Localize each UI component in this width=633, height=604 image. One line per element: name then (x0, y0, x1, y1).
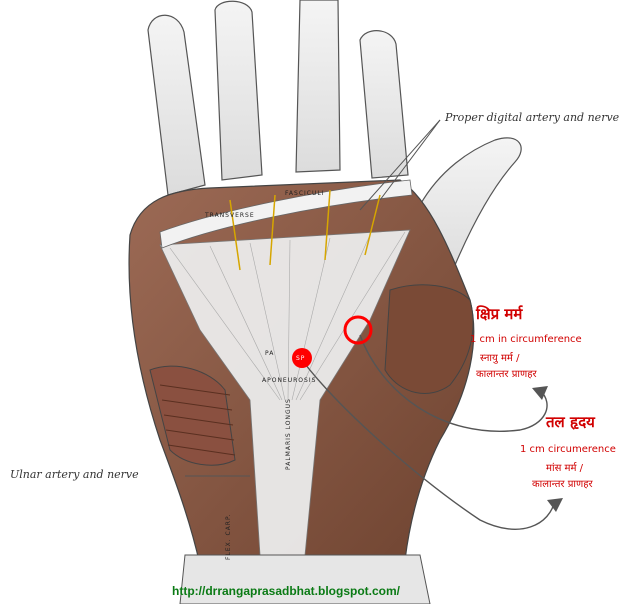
hypothenar-striations (159, 384, 236, 456)
tala-hridaya-type: मांस मर्म / (546, 463, 584, 474)
kshipra-marma-size: 1 cm in circumference (470, 334, 582, 345)
label-palm-prefix: PA (265, 350, 275, 357)
wrist (179, 554, 431, 604)
aponeurosis-fibers (169, 231, 406, 401)
kshipra-marma-effect: कालान्तर प्राणहर (476, 369, 537, 380)
tala-hridaya-effect: कालान्तर प्राणहर (532, 479, 593, 490)
source-url[interactable]: http://drrangaprasadbhat.blogspot.com/ (172, 584, 401, 598)
marma-arrows (301, 334, 556, 530)
label-flex-carp: FLEX. CARP. (225, 513, 232, 560)
kshipra-marma-marker (343, 315, 373, 345)
label-proper-digital: Proper digital artery and nerve (445, 111, 620, 124)
label-fasciculi: FASCICULI (285, 190, 325, 197)
red-dot-text: SP (296, 355, 306, 362)
label-aponeurosis: APONEUROSIS (262, 377, 317, 384)
label-palmaris-longus: PALMARIS LONGUS (285, 398, 292, 470)
label-leader-lines (185, 119, 441, 477)
label-transverse: TRANSVERSE (205, 212, 255, 219)
fingers (147, 0, 522, 281)
digital-vessels (229, 189, 381, 271)
arrow-heads (532, 386, 563, 512)
label-ulnar: Ulnar artery and nerve (10, 468, 139, 481)
thenar-muscle (384, 284, 474, 394)
tala-hridaya-size: 1 cm circumerence (520, 444, 616, 455)
kshipra-marma-title: क्षिप्र मर्म (476, 305, 523, 323)
tala-hridaya-title: तल हृदय (546, 413, 595, 431)
tala-hridaya-marker (292, 348, 312, 368)
kshipra-marma-type: स्नायु मर्म / (480, 353, 520, 364)
